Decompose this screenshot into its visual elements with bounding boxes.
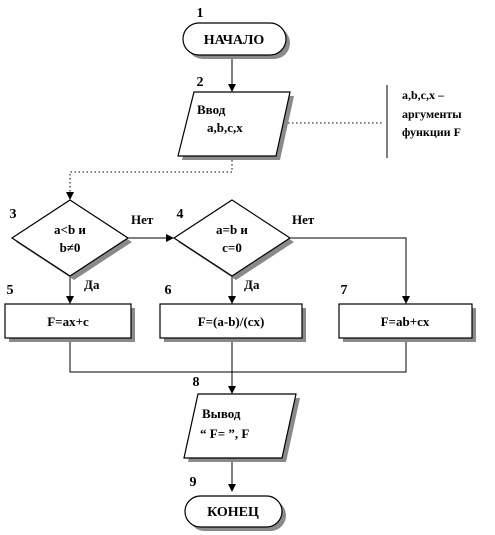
decision-2-no-label: Нет <box>292 212 315 227</box>
input-line2: a,b,c,x <box>207 120 243 135</box>
step-number-6: 6 <box>165 283 172 298</box>
comment-line3: функции F <box>402 125 461 139</box>
end-terminal: КОНЕЦ 9 <box>184 475 286 531</box>
process-1: F=ax+c 5 <box>4 283 135 342</box>
start-label: НАЧАЛО <box>204 33 265 48</box>
output-block: Вывод “ F= ”, F 8 <box>183 375 300 462</box>
edge-merge <box>69 338 407 373</box>
step-number-4: 4 <box>177 207 184 222</box>
input-block: Ввод a,b,c,x 2 <box>177 75 294 160</box>
comment-line1: a,b,c,x – <box>402 88 445 102</box>
step-number-2: 2 <box>197 75 204 90</box>
step-number-3: 3 <box>10 207 17 222</box>
end-label: КОНЕЦ <box>207 505 259 520</box>
connectors <box>66 58 410 492</box>
decision-2: a=b и c=0 4 <box>172 199 294 280</box>
decision-1-yes-label: Да <box>84 277 100 292</box>
step-number-1: 1 <box>197 6 204 21</box>
input-line1: Ввод <box>197 102 226 117</box>
output-line2: “ F= ”, F <box>200 426 249 441</box>
arrow-head <box>228 84 236 92</box>
comment-block: a,b,c,x – аргументы функции F <box>402 88 462 139</box>
process-2: F=(a-b)/(cx) 6 <box>159 283 306 342</box>
process-2-label: F=(a-b)/(cx) <box>198 314 265 329</box>
decision-1-no-label: Нет <box>131 212 154 227</box>
edge-input-cond1 <box>69 156 233 196</box>
decision-1-line2: b≠0 <box>60 240 81 255</box>
decision-2-line2: c=0 <box>222 240 242 255</box>
arrow-head <box>228 484 236 492</box>
step-number-5: 5 <box>7 283 14 298</box>
step-number-7: 7 <box>341 283 348 298</box>
arrow-head <box>402 296 410 304</box>
arrow-head <box>166 234 174 242</box>
step-number-8: 8 <box>193 375 200 390</box>
decision-1: a<b и b≠0 3 <box>10 199 132 280</box>
arrow-head <box>66 296 74 304</box>
arrow-head <box>228 296 236 304</box>
arrow-head <box>66 192 74 200</box>
edge-cond2-no <box>290 237 407 300</box>
decision-2-line1: a=b и <box>216 222 248 237</box>
start-terminal: НАЧАЛО 1 <box>182 6 290 59</box>
decision-2-yes-label: Да <box>244 277 260 292</box>
step-number-9: 9 <box>190 475 197 490</box>
process-1-label: F=ax+c <box>47 314 89 329</box>
decision-1-line1: a<b и <box>54 222 86 237</box>
process-3: F=ab+cx 7 <box>338 283 476 342</box>
comment-line2: аргументы <box>402 107 462 121</box>
output-line1: Вывод <box>202 406 241 421</box>
process-3-label: F=ab+cx <box>381 314 430 329</box>
arrow-head <box>228 386 236 394</box>
